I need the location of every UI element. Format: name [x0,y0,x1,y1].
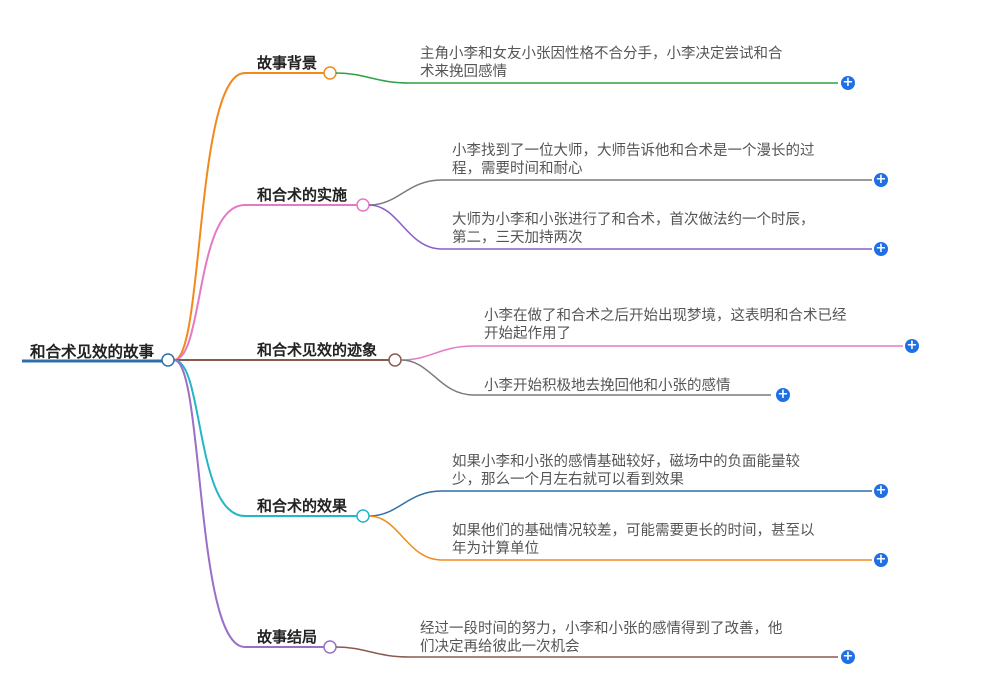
branch-connector [173,359,246,648]
branch-connector [173,72,246,361]
leaf-text-line: 经过一段时间的努力，小李和小张的感情得到了改善，他 [420,621,783,637]
leaf-topic[interactable]: 如果他们的基础情况较差，可能需要更长的时间，甚至以年为计算单位 [452,522,815,558]
leaf-connector [368,490,872,517]
plus-circle-icon[interactable]: + [874,241,888,256]
branch-node-toggle[interactable] [356,509,370,523]
leaf-text-line: 程，需要时间和耐心 [452,161,583,177]
plus-circle-icon[interactable]: + [776,387,790,402]
branch-topic[interactable]: 和合术见效的迹象 [257,341,378,359]
branch-topic[interactable]: 和合术的实施 [257,186,348,204]
leaf-text-line: 第二，三天加持两次 [452,230,583,246]
plus-circle-icon[interactable]: + [874,552,888,567]
leaf-text-line: 们决定再给彼此一次机会 [420,639,580,655]
leaf-text-line: 如果小李和小张的感情基础较好，磁场中的负面能量较 [452,454,800,470]
leaf-connector [368,179,872,206]
branch-topic[interactable]: 故事结局 [257,628,318,646]
plus-circle-icon[interactable]: + [905,338,919,353]
leaf-connector [400,359,771,396]
leaf-connector [335,646,838,658]
plus-circle-icon[interactable]: + [874,172,888,187]
root-topic[interactable]: 和合术见效的故事 [30,343,155,361]
branch-connector [173,359,246,517]
leaf-text-line: 小李开始积极地去挽回他和小张的感情 [484,378,731,394]
plus-circle-icon[interactable]: + [874,483,888,498]
leaf-text-line: 术来挽回感情 [420,64,507,80]
branch-node-toggle[interactable] [323,66,337,80]
leaf-connector [368,204,872,250]
branch-node-toggle[interactable] [323,640,337,654]
leaf-connector [368,515,872,561]
leaf-text-line: 年为计算单位 [452,541,539,557]
plus-circle-icon[interactable]: + [841,75,855,90]
leaf-topic[interactable]: 小李在做了和合术之后开始出现梦境，这表明和合术已经开始起作用了 [484,307,847,343]
plus-circle-icon[interactable]: + [841,649,855,664]
branch-node-toggle[interactable] [356,198,370,212]
leaf-text-line: 小李找到了一位大师，大师告诉他和合术是一个漫长的过 [452,143,815,159]
leaf-text-line: 少，那么一个月左右就可以看到效果 [452,472,684,488]
leaf-text-line: 开始起作用了 [484,326,571,342]
leaf-topic[interactable]: 经过一段时间的努力，小李和小张的感情得到了改善，他们决定再给彼此一次机会 [420,620,783,656]
leaf-topic[interactable]: 如果小李和小张的感情基础较好，磁场中的负面能量较少，那么一个月左右就可以看到效果 [452,453,800,489]
branch-node-toggle[interactable] [388,353,402,367]
leaf-topic[interactable]: 小李开始积极地去挽回他和小张的感情 [484,377,731,395]
leaf-text-line: 主角小李和女友小张因性格不合分手，小李决定尝试和合 [420,46,783,62]
leaf-text-line: 大师为小李和小张进行了和合术，首次做法约一个时辰， [452,212,815,228]
leaf-text-line: 小李在做了和合术之后开始出现梦境，这表明和合术已经 [484,308,847,324]
leaf-topic[interactable]: 大师为小李和小张进行了和合术，首次做法约一个时辰， 第二，三天加持两次 [452,211,815,247]
root-node-toggle[interactable] [161,353,175,367]
branch-connector [173,204,246,361]
branch-topic[interactable]: 和合术的效果 [257,497,348,515]
leaf-topic[interactable]: 主角小李和女友小张因性格不合分手，小李决定尝试和合术来挽回感情 [420,45,783,81]
leaf-connector [400,345,903,361]
leaf-connector [335,72,838,84]
branch-topic[interactable]: 故事背景 [257,54,318,72]
leaf-text-line: 如果他们的基础情况较差，可能需要更长的时间，甚至以 [452,523,815,539]
leaf-topic[interactable]: 小李找到了一位大师，大师告诉他和合术是一个漫长的过程，需要时间和耐心 [452,142,815,178]
